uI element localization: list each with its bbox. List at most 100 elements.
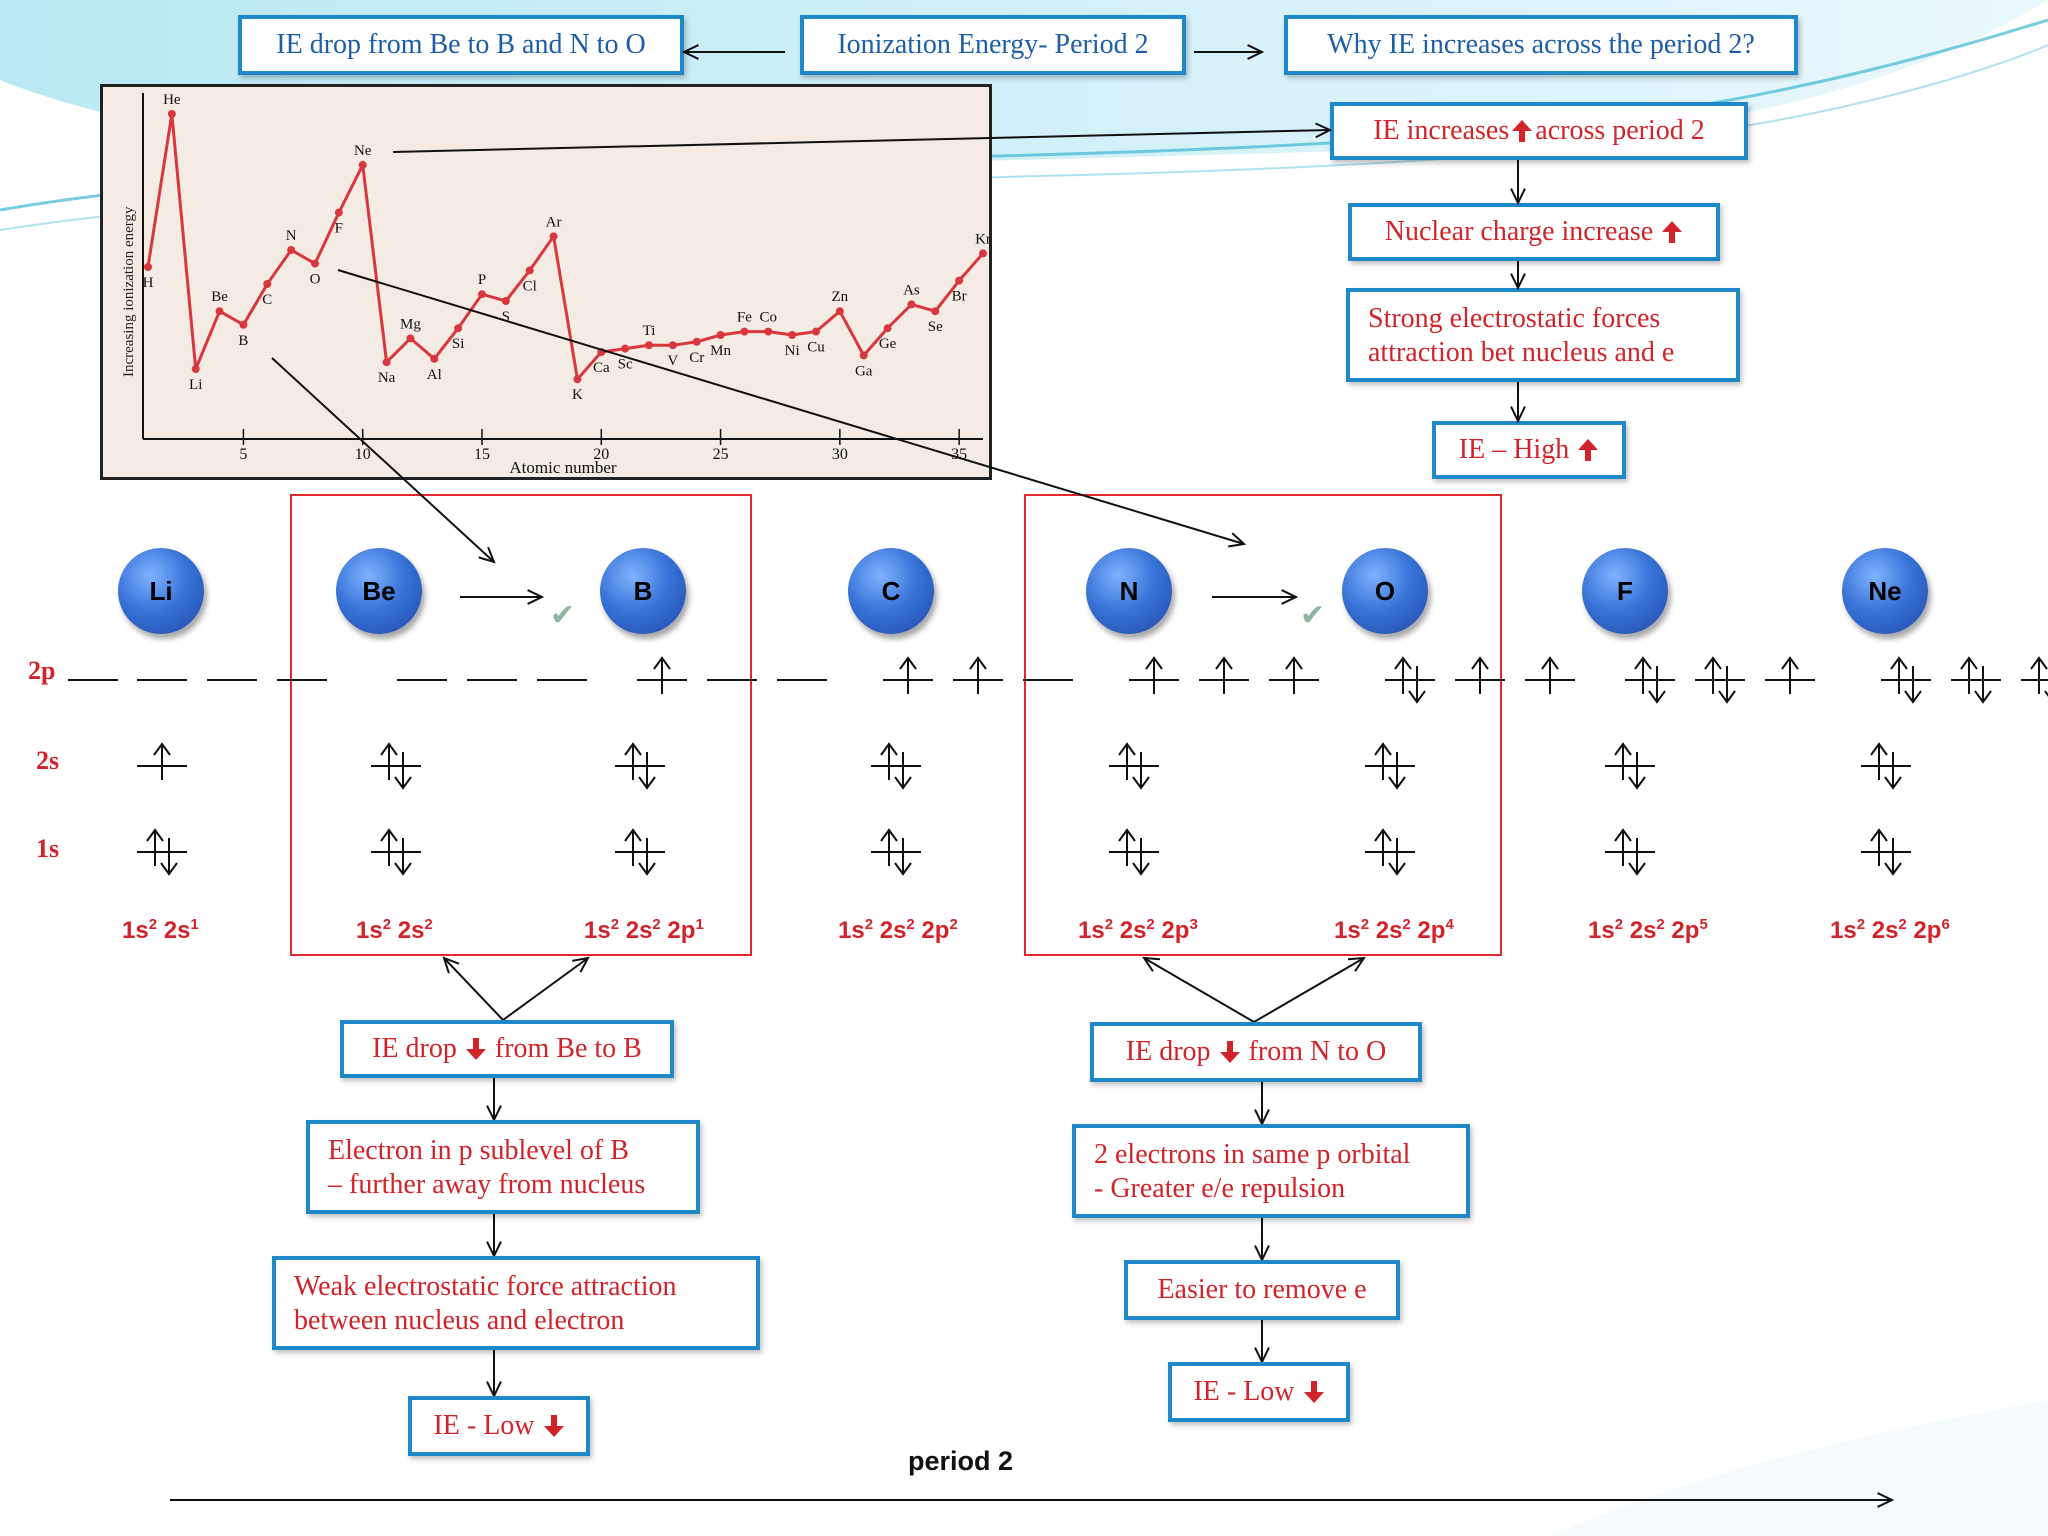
config-part: 1s xyxy=(584,917,611,944)
ie-point-f xyxy=(334,208,343,217)
config-o: 1s2 2s2 2p4 xyxy=(1334,916,1454,945)
atom-be-symbol: Be xyxy=(362,575,396,606)
ie-point-si xyxy=(454,324,463,333)
config-part: 2p xyxy=(1906,917,1942,944)
right-header-text: Why IE increases across the period 2? xyxy=(1327,29,1755,60)
easier-remove-text: Easier to remove e xyxy=(1157,1274,1367,1305)
config-sup: 2 xyxy=(148,916,158,933)
spin-down-head xyxy=(1884,776,1902,790)
ie-point-label: Cl xyxy=(523,278,537,294)
spin-down-head xyxy=(1974,690,1992,704)
ie-point-label: Ca xyxy=(593,360,610,376)
config-sup: 6 xyxy=(1941,916,1950,933)
ie-point-label: Si xyxy=(452,336,465,352)
spin-down-head xyxy=(1388,776,1406,790)
config-f: 1s2 2s2 2p5 xyxy=(1588,916,1708,945)
spin-up-head xyxy=(1394,656,1412,670)
spin-up-head xyxy=(1118,742,1136,756)
ie-point-n xyxy=(287,246,296,254)
config-sup: 2 xyxy=(1402,916,1411,933)
ne-to-ie-increases-arrow xyxy=(392,129,1331,153)
ie-point-v xyxy=(668,341,677,350)
ie-point-ga xyxy=(859,351,868,360)
atom-f: F xyxy=(1582,548,1668,634)
electrostatic-forces-box: Strong electrostatic forces attraction b… xyxy=(1346,288,1740,382)
be-b-split-arrow-left-head xyxy=(442,956,460,974)
same-orbital-box: 2 electrons in same p orbital - Greater … xyxy=(1072,1124,1470,1218)
config-part: 2p xyxy=(1154,917,1190,944)
n-o-split-arrow-right xyxy=(1253,957,1365,1023)
spin-up-head xyxy=(1704,656,1722,670)
y-axis-label: Increasing ionization energy xyxy=(121,206,137,377)
x-tick-label: 30 xyxy=(832,446,848,463)
x-tick-label: 25 xyxy=(713,446,729,463)
left-header-box: IE drop from Be to B and N to O xyxy=(238,15,684,75)
spin-down-head xyxy=(894,862,912,876)
config-sup: 5 xyxy=(1699,916,1708,933)
ie-point-label: C xyxy=(262,292,272,308)
ie-point-he xyxy=(167,110,176,118)
spin-up-head xyxy=(1285,656,1303,670)
config-part: 2p xyxy=(660,917,696,944)
spin-down-head xyxy=(1884,862,1902,876)
spin-up-head xyxy=(880,828,898,842)
spin-up-head xyxy=(624,742,642,756)
ie-point-c xyxy=(263,280,272,288)
atom-f-symbol: F xyxy=(1617,575,1633,606)
config-sup: 1 xyxy=(695,916,704,933)
ie-point-kr xyxy=(979,249,987,258)
o-point-to-o-atom-arrow-head xyxy=(1228,532,1247,548)
config-sup: 2 xyxy=(1104,916,1114,933)
ie-point-sc xyxy=(621,344,630,353)
spin-up-head xyxy=(1374,742,1392,756)
atom-c: C xyxy=(848,548,934,634)
x-axis-label: Atomic number xyxy=(509,458,617,477)
nuclear-charge-text: Nuclear charge increase xyxy=(1384,216,1654,247)
spin-up-head xyxy=(1781,656,1799,670)
weak-force-line1: Weak electrostatic force attraction xyxy=(294,1271,677,1302)
be-b-split-arrow-left xyxy=(443,957,504,1021)
ie-drop-be-b-box: IE drop from Be to B xyxy=(340,1020,674,1078)
up-arrow-icon xyxy=(1662,221,1683,243)
ie-point-label: N xyxy=(286,228,297,244)
config-part: 1s xyxy=(1588,917,1615,944)
be-b-highlight-frame xyxy=(290,494,752,956)
atom-b: B xyxy=(600,548,686,634)
ie-point-label: Cu xyxy=(807,340,825,356)
spin-up-head xyxy=(653,656,671,670)
spin-up-head xyxy=(380,742,398,756)
atom-be: Be xyxy=(336,548,422,634)
n-o-highlight-frame xyxy=(1024,494,1502,956)
config-sup: 3 xyxy=(1189,916,1198,933)
spin-down-head xyxy=(394,862,412,876)
spin-down-head xyxy=(1648,690,1666,704)
config-part: 1s xyxy=(356,917,383,944)
spin-down-head xyxy=(1132,862,1150,876)
n-o-split-arrow-left-head xyxy=(1142,956,1161,972)
ie-point-label: Ar xyxy=(546,214,562,230)
n-o-split-arrow-right-head xyxy=(1347,956,1366,972)
ie-point-label: Ge xyxy=(879,336,897,352)
period-label: period 2 xyxy=(908,1446,1014,1476)
ie-point-br xyxy=(955,276,964,285)
spin-up-head xyxy=(1215,656,1233,670)
ie-point-label: Ne xyxy=(354,143,372,159)
ie-point-label: Mn xyxy=(710,343,731,359)
ie-point-al xyxy=(430,354,439,363)
title-box: Ionization Energy- Period 2 xyxy=(800,15,1186,75)
check-mark-icon: ✔ xyxy=(1300,599,1326,632)
config-part: 2p xyxy=(1664,917,1700,944)
config-part: 1s xyxy=(1334,917,1361,944)
ie-point-as xyxy=(907,300,916,309)
ie-point-o xyxy=(311,259,319,268)
p-sublevel-line2: – further away from nucleus xyxy=(328,1169,646,1200)
config-sup: 2 xyxy=(949,916,958,933)
ne-to-ie-increases-arrow-head xyxy=(1315,122,1333,139)
sublevel-2s-label: 2s xyxy=(36,746,60,775)
spin-down-head xyxy=(394,776,412,790)
ie-point-label: P xyxy=(478,272,486,288)
nuclear-charge-box: Nuclear charge increase xyxy=(1348,203,1720,261)
down-arrow-icon xyxy=(1303,1381,1324,1403)
spin-up-head xyxy=(1145,656,1163,670)
